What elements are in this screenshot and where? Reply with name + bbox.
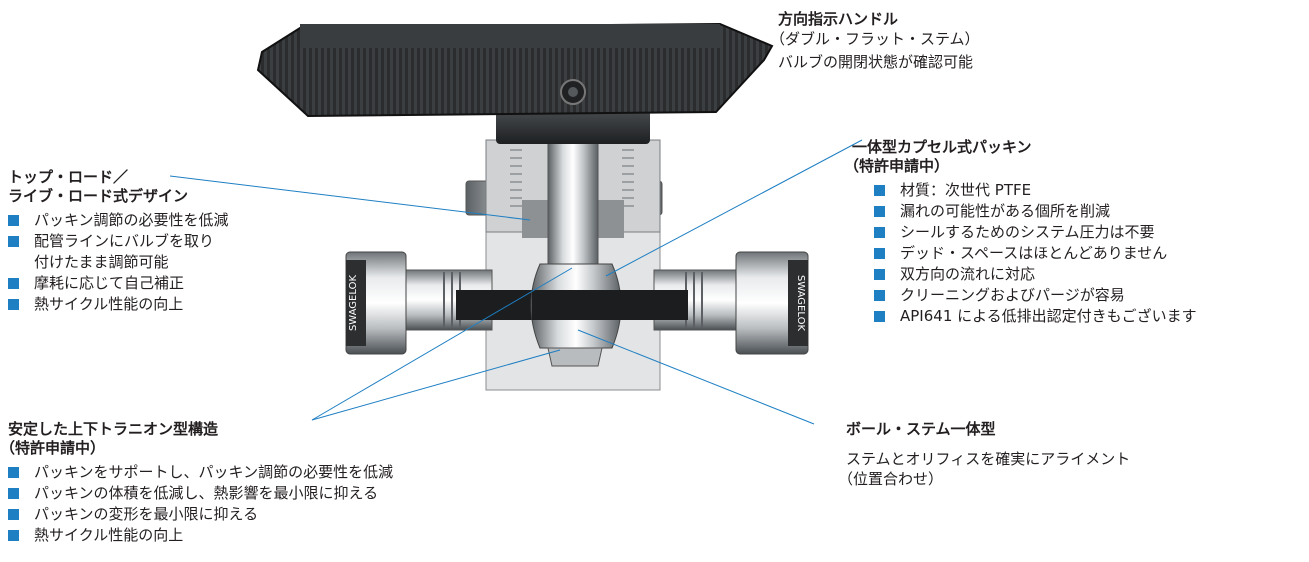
top-load-title-2: ライブ・ロード式デザイン [8, 187, 189, 205]
ball-bore [532, 290, 624, 320]
right-nut-label: SWAGELOK [795, 275, 806, 332]
packing-title-2: （特許申請中） [844, 157, 950, 175]
top-load-bullets: パッキン調節の必要性を低減 配管ラインにバルブを取り 付けたまま調節可能 摩耗に… [8, 210, 229, 315]
list-item: パッキンをサポートし、パッキン調節の必要性を低減 [8, 462, 393, 483]
packing-bullets: 材質：次世代 PTFE 漏れの可能性がある個所を削減 シールするためのシステム圧… [874, 180, 1197, 327]
list-item: 摩耗に応じて自己補正 [8, 273, 229, 294]
list-item: 材質：次世代 PTFE [874, 180, 1197, 201]
left-nut-face [346, 260, 366, 346]
handle-title: 方向指示ハンドル [778, 10, 899, 28]
leader-packing [605, 139, 863, 277]
trunnion-title-1: 安定した上下トラニオン型構造 [8, 420, 219, 438]
ball-stem-title: ボール・ステム一体型 [846, 420, 996, 438]
thread-right [622, 149, 634, 207]
handle-note: バルブの開閉状態が確認可能 [778, 53, 974, 71]
list-item: シールするためのシステム圧力は不要 [874, 222, 1197, 243]
right-nut-face [788, 260, 808, 346]
list-item: 配管ラインにバルブを取り [8, 231, 229, 252]
list-item: パッキンの変形を最小限に抑える [8, 504, 393, 525]
lower-trunnion [547, 347, 603, 367]
list-item: クリーニングおよびパージが容易 [874, 285, 1197, 306]
callout-ball-stem: ボール・ステム一体型 ステムとオリフィスを確実にアライメント （位置合わせ） [822, 420, 1130, 489]
leader-trunnion-upper [311, 267, 573, 421]
handle-subtitle: （ダブル・フラット・ステム） [770, 30, 980, 48]
leader-top-load [169, 175, 531, 221]
list-item: デッド・スペースはほとんどありません [874, 243, 1197, 264]
callout-handle: 方向指示ハンドル （ダブル・フラット・ステム） バルブの開閉状態が確認可能 [770, 10, 980, 72]
callout-top-load: トップ・ロード／ ライブ・ロード式デザイン パッキン調節の必要性を低減 配管ライ… [8, 168, 229, 315]
top-load-title-1: トップ・ロード／ [8, 168, 129, 186]
list-item: 漏れの可能性がある個所を削減 [874, 201, 1197, 222]
ball-stem-line-2: （位置合わせ） [838, 470, 944, 488]
leader-lines [169, 139, 863, 425]
packing-left [522, 200, 548, 238]
ball-stem-line-1: ステムとオリフィスを確実にアライメント [846, 450, 1131, 468]
leader-trunnion-lower [311, 349, 561, 421]
trunnion-title-2: （特許申請中） [0, 439, 106, 457]
valve-stem [547, 139, 599, 277]
packing-right [598, 200, 624, 238]
list-item: 熱サイクル性能の向上 [8, 294, 229, 315]
list-item: パッキン調節の必要性を低減 [8, 210, 229, 231]
handle-top-face [300, 24, 720, 48]
callout-packing: 一体型カプセル式パッキン （特許申請中） 材質：次世代 PTFE 漏れの可能性が… [844, 138, 1197, 327]
leader-ball-stem [577, 329, 815, 425]
list-item: API641 による低排出認定付きもございます [874, 306, 1197, 327]
list-item: 熱サイクル性能の向上 [8, 525, 393, 546]
list-item-continuation: 付けたまま調節可能 [34, 253, 169, 271]
left-nut-label: SWAGELOK [348, 275, 359, 332]
packing-title-1: 一体型カプセル式パッキン [852, 138, 1032, 156]
trunnion-bullets: パッキンをサポートし、パッキン調節の必要性を低減 パッキンの体積を低減し、熱影響… [8, 462, 393, 546]
list-item: パッキンの体積を低減し、熱影響を最小限に抑える [8, 483, 393, 504]
callout-trunnion: 安定した上下トラニオン型構造 （特許申請中） パッキンをサポートし、パッキン調節… [0, 420, 393, 546]
list-item: 双方向の流れに対応 [874, 264, 1197, 285]
thread-left [510, 149, 522, 207]
